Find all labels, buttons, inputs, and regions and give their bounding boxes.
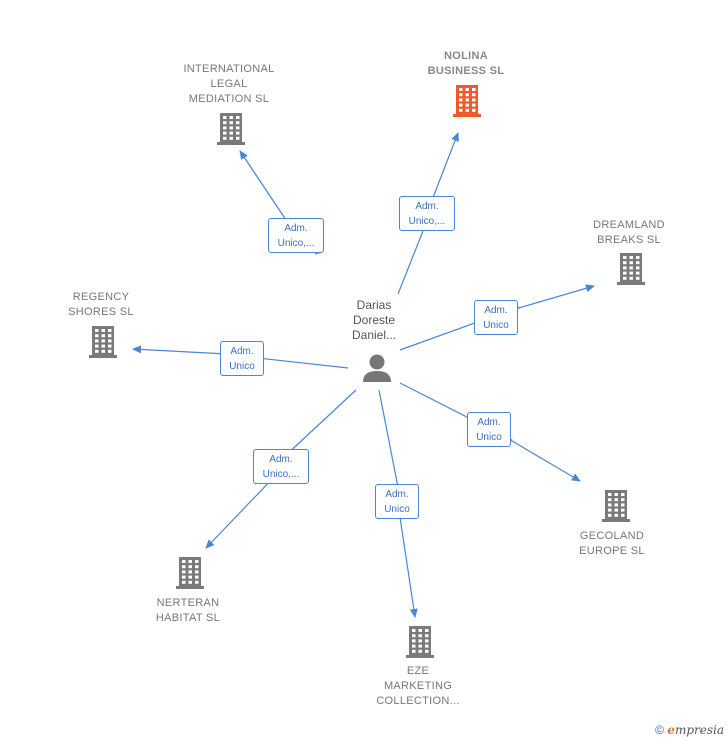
- building-icon-nerteran[interactable]: [176, 557, 204, 589]
- copyright-symbol: ©: [655, 723, 664, 737]
- buildings: [89, 85, 645, 658]
- role-box-regency[interactable]: Adm. Unico: [220, 341, 264, 376]
- company-label-gecoland[interactable]: GECOLAND EUROPE SL: [579, 530, 645, 557]
- role-box-eze[interactable]: Adm. Unico: [375, 484, 419, 519]
- role-box-dreamland[interactable]: Adm. Unico: [474, 300, 518, 335]
- role-box-gecoland[interactable]: Adm. Unico: [467, 412, 511, 447]
- company-label-international-legal[interactable]: INTERNATIONAL LEGAL MEDIATION SL: [183, 63, 275, 105]
- role-box-nolina[interactable]: Adm. Unico,...: [399, 196, 455, 231]
- role-box-international-legal[interactable]: Adm. Unico,...: [268, 218, 324, 253]
- company-label-nerteran[interactable]: NERTERAN HABITAT SL: [155, 597, 221, 624]
- edge-nolina-start: [397, 230, 424, 295]
- building-icon-eze[interactable]: [406, 626, 434, 658]
- role-box-nerteran[interactable]: Adm. Unico,...: [253, 449, 309, 484]
- empresia-footer[interactable]: © empresia: [655, 723, 724, 737]
- person-icon[interactable]: [363, 354, 391, 383]
- building-icon-international-legal[interactable]: [217, 113, 245, 145]
- building-icon-dreamland[interactable]: [617, 253, 645, 285]
- building-icon-gecoland[interactable]: [602, 490, 630, 522]
- company-label-nolina[interactable]: NOLINA BUSINESS SL: [427, 50, 505, 77]
- person-name-label[interactable]: Darias Doreste Daniel...: [351, 298, 397, 342]
- company-label-dreamland[interactable]: DREAMLAND BREAKS SL: [593, 219, 665, 246]
- empresia-logo: empresia: [667, 723, 724, 737]
- edges: [132, 132, 595, 618]
- building-icon-nolina[interactable]: [453, 85, 481, 117]
- building-icon-regency[interactable]: [89, 326, 117, 358]
- company-label-eze[interactable]: EZE MARKETING COLLECTION...: [376, 665, 460, 707]
- company-label-regency[interactable]: REGENCY SHORES SL: [68, 291, 134, 318]
